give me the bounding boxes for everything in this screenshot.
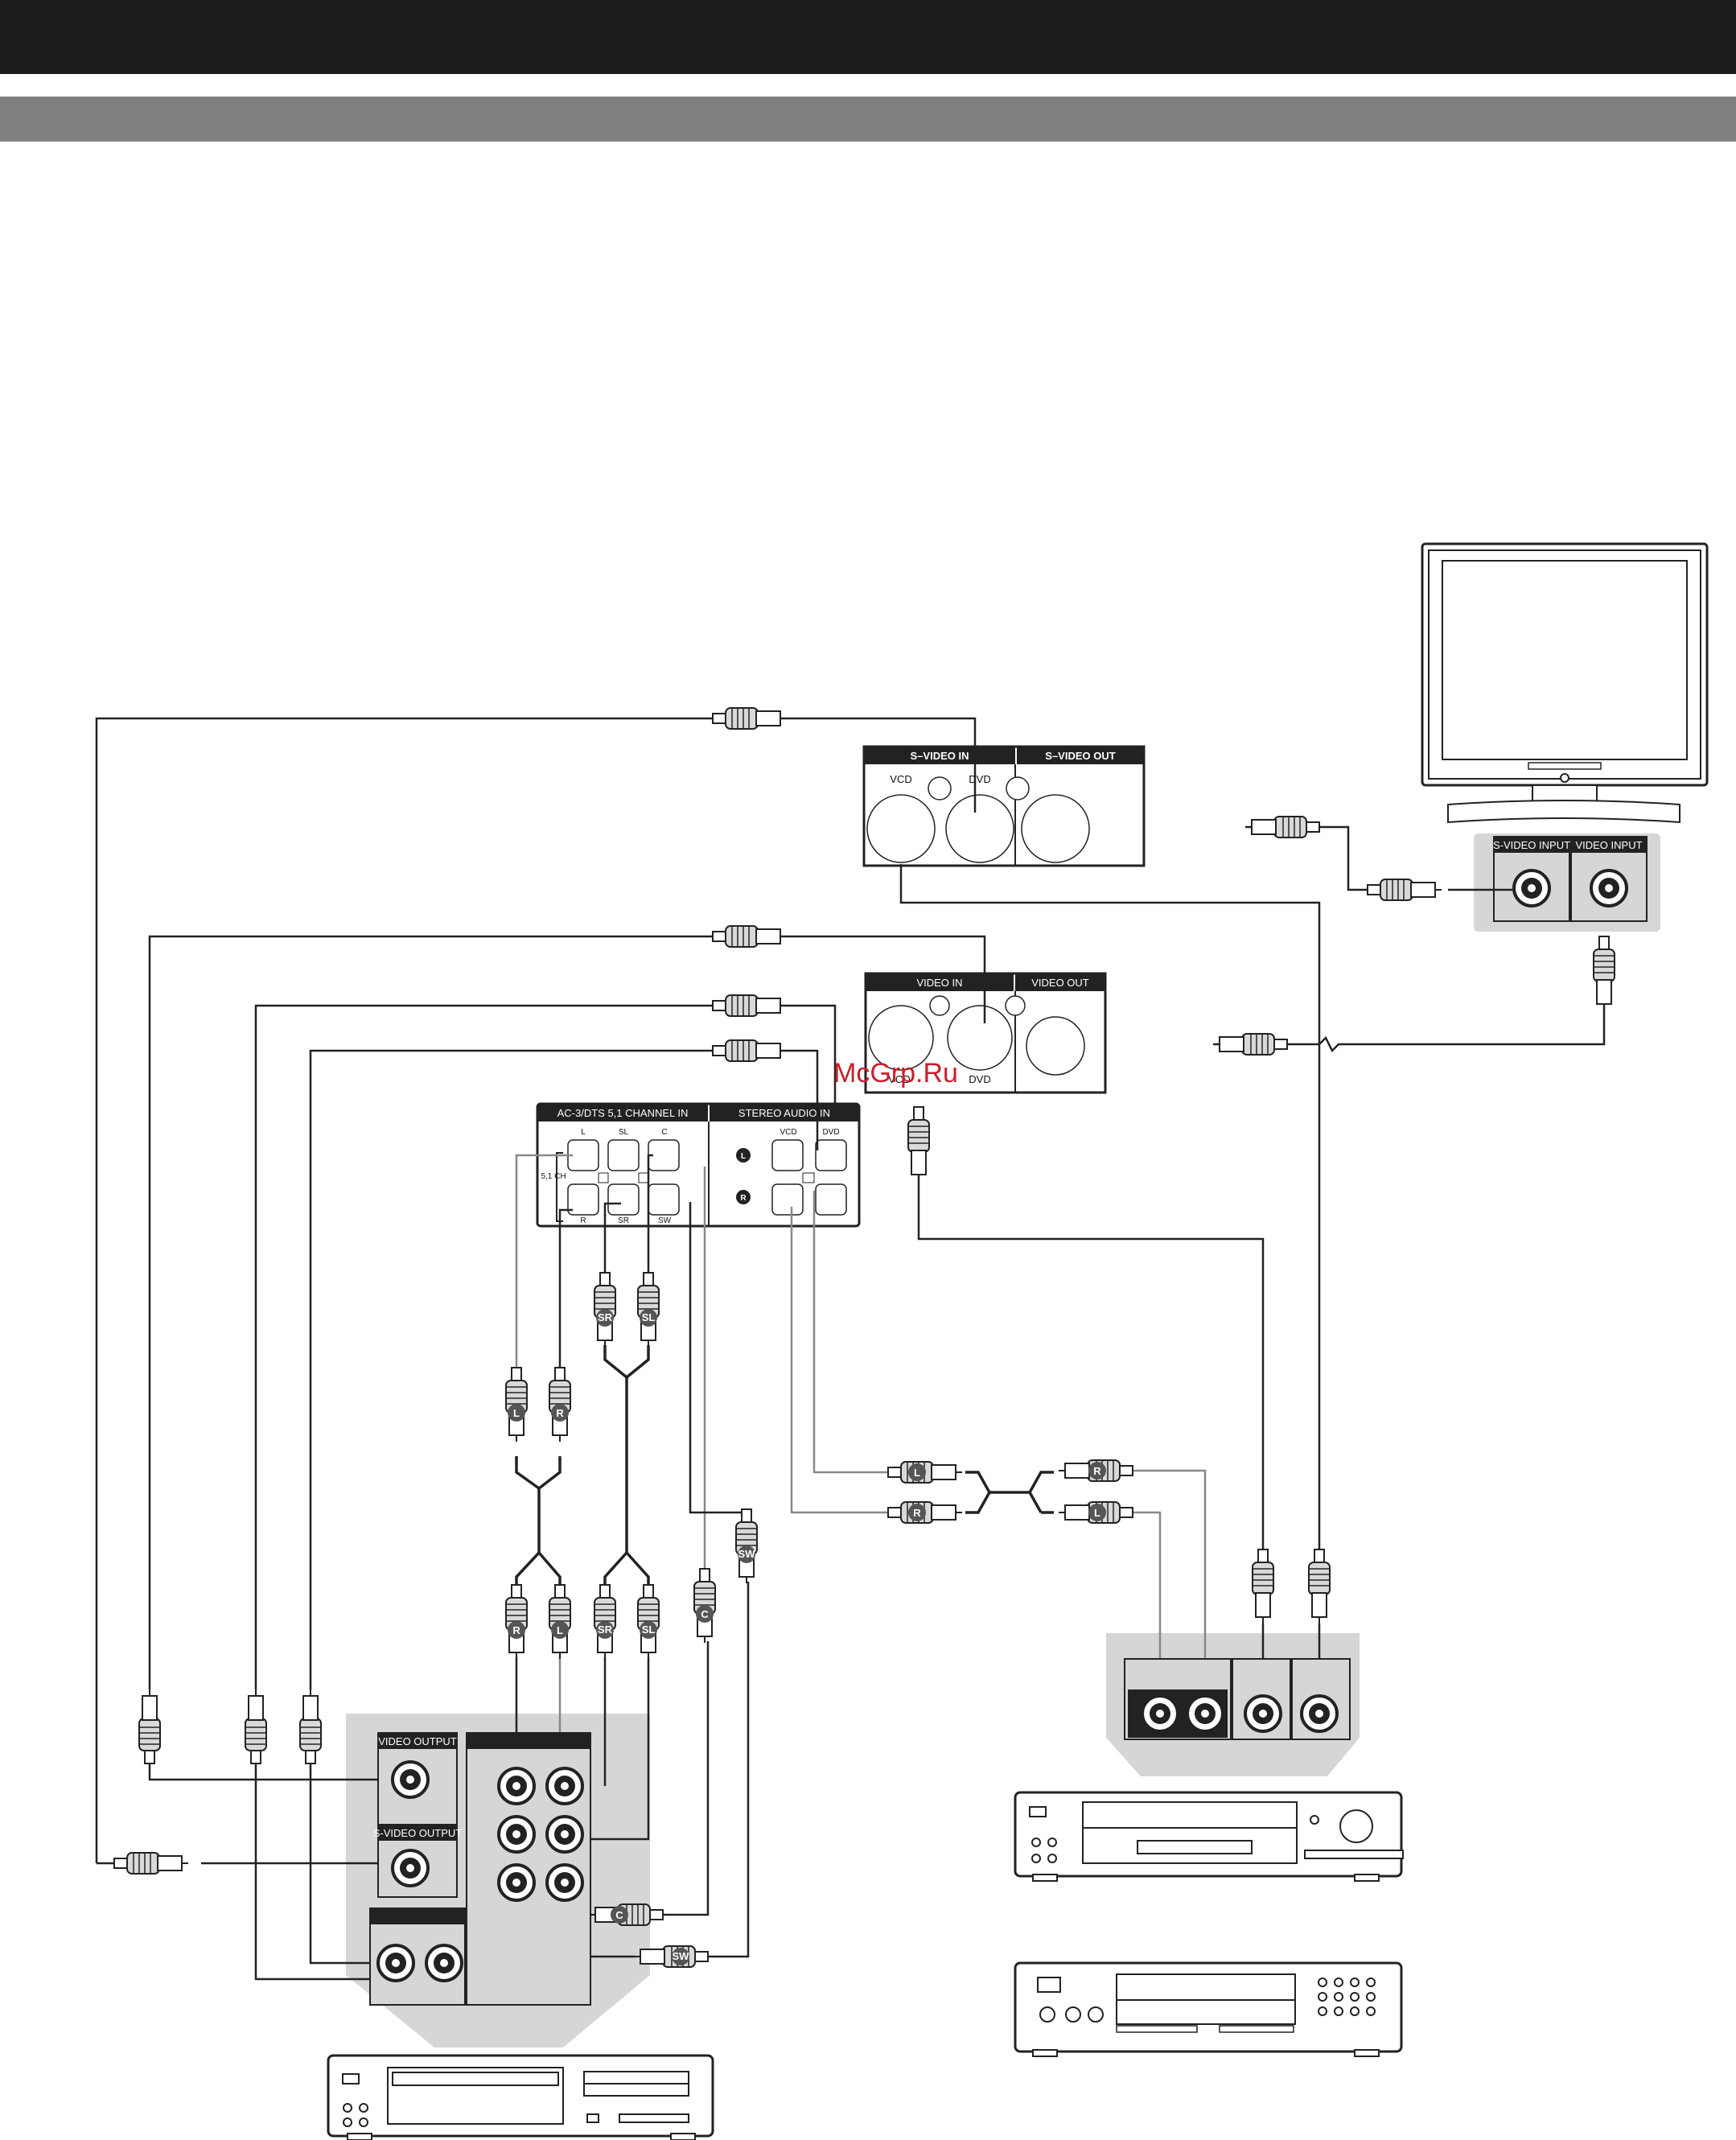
- plug-sw-horizontal: SW: [673, 1950, 690, 1962]
- plug-sr-top: SR: [598, 1311, 613, 1323]
- plug-l-stereo: L: [914, 1467, 920, 1479]
- stereo-dvd-label: DVD: [822, 1128, 839, 1137]
- tv-svideo-plug: [1367, 879, 1442, 901]
- stereo-vcd-label: VCD: [780, 1128, 796, 1137]
- ac3-r-label: R: [580, 1216, 586, 1225]
- video-plug-3: [712, 1039, 788, 1062]
- watermark-text: McGrp.Ru: [833, 1058, 958, 1089]
- tv-svideo-input-label: S-VIDEO INPUT: [1493, 839, 1570, 851]
- stereo-l-badge: L: [741, 1152, 746, 1161]
- dvd-svideo-plug: [113, 1852, 189, 1875]
- plug-sr-bottom: SR: [598, 1624, 613, 1636]
- ac3-label: AC-3/DTS 5,1 CHANNEL IN: [557, 1107, 689, 1119]
- plug-sl-top: SL: [642, 1311, 656, 1323]
- plug-l-receiver: L: [1094, 1507, 1100, 1519]
- svideo-in-label: S–VIDEO IN: [911, 750, 969, 762]
- plug-r-stereo: R: [913, 1507, 921, 1519]
- av-receiver-icon: [1014, 1791, 1404, 1882]
- plug-r-bottom: R: [512, 1624, 520, 1636]
- video-out-plug: [1212, 1033, 1288, 1056]
- svideo-out-plug: [1244, 816, 1320, 838]
- plug-sl-bottom: SL: [642, 1624, 656, 1636]
- receiver-video-plug: [1252, 1549, 1274, 1624]
- ac3-l-label: L: [581, 1128, 586, 1137]
- plug-r-receiver: R: [1093, 1465, 1101, 1477]
- tv-video-plug: [1593, 936, 1615, 1011]
- ac3-sr-label: SR: [618, 1216, 629, 1225]
- video-plug-2: [712, 994, 788, 1017]
- top-svideo-plug: [712, 707, 788, 730]
- video-plug-1: [712, 925, 788, 948]
- video-vcd-label: VCD: [888, 1073, 910, 1085]
- ch51-label: 5,1 CH: [541, 1172, 566, 1181]
- amplifier-icon: [1014, 1961, 1403, 2057]
- svideo-switch-box: S–VIDEO IN S–VIDEO OUT VCD DVD: [862, 745, 1146, 867]
- ac3-sl-label: SL: [619, 1128, 629, 1137]
- plug-l-bottom: L: [557, 1624, 563, 1636]
- header-bar: [0, 0, 1736, 74]
- tv-jack-panel: S-VIDEO INPUT VIDEO INPUT: [1493, 836, 1648, 922]
- video-out-label: VIDEO OUT: [1031, 977, 1089, 989]
- svideo-dvd-label: DVD: [969, 773, 990, 785]
- plug-r-top: R: [556, 1407, 564, 1419]
- ac3-sw-label: SW: [658, 1216, 672, 1225]
- vcd-video-plug: [907, 1106, 930, 1182]
- plug-l-top: L: [513, 1407, 520, 1419]
- video-dvd-label: DVD: [969, 1073, 990, 1085]
- plug-sw-vertical: SW: [738, 1548, 756, 1560]
- left-plug-3: [299, 1689, 322, 1764]
- tv-monitor-icon: [1421, 542, 1709, 824]
- dvd-output-panel: VIDEO OUTPUT S-VIDEO OUTPUT: [369, 1732, 591, 2006]
- tv-video-jack: [1590, 869, 1628, 907]
- cables: [95, 717, 1606, 1981]
- receiver-jack-panel: [1124, 1658, 1351, 1740]
- section-bar: [0, 97, 1736, 142]
- dvd-svideo-output-label: S-VIDEO OUTPUT: [373, 1827, 463, 1839]
- plug-c-vertical: C: [701, 1608, 709, 1620]
- tv-video-input-label: VIDEO INPUT: [1575, 839, 1642, 851]
- audio-switch-box: AC-3/DTS 5,1 CHANNEL IN STEREO AUDIO IN …: [536, 1102, 861, 1228]
- ac3-c-label: C: [661, 1128, 667, 1137]
- dvd-video-output-label: VIDEO OUTPUT: [378, 1735, 457, 1747]
- dvd-player-icon: [327, 2054, 714, 2140]
- svideo-vcd-label: VCD: [890, 773, 911, 785]
- tv-svideo-jack: [1512, 869, 1551, 907]
- left-plug-2: [245, 1689, 267, 1764]
- plug-c-horizontal: C: [615, 1909, 623, 1921]
- left-plug-1: [138, 1689, 161, 1764]
- stereo-r-badge: R: [740, 1194, 747, 1203]
- stereo-audio-label: STEREO AUDIO IN: [738, 1107, 830, 1119]
- svideo-out-label: S–VIDEO OUT: [1045, 750, 1115, 762]
- plugs: L R SR SL R L SR SL C SW L R R L C SW: [113, 707, 1615, 1968]
- video-in-label: VIDEO IN: [916, 977, 962, 989]
- receiver-svideo-plug: [1308, 1549, 1331, 1624]
